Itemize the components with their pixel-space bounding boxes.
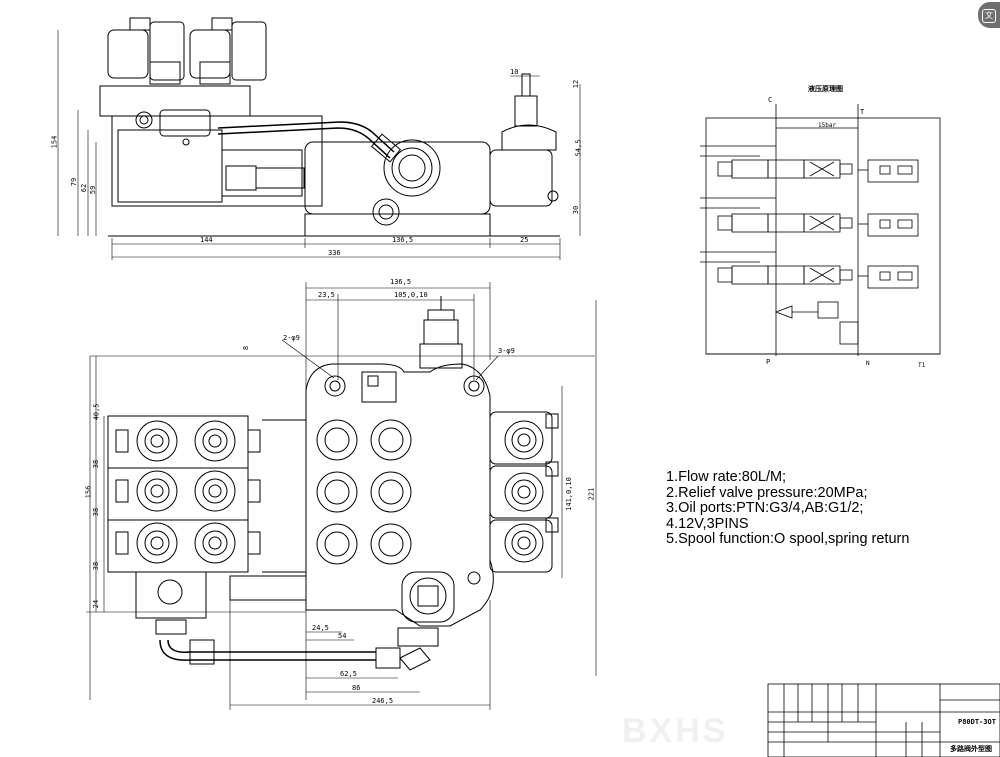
side-view-dimension-lines: [57, 30, 581, 260]
dim-top-62-5: 62,5: [340, 670, 357, 678]
hydraulic-schematic: [700, 104, 941, 356]
dim-top-40-5: 40,5: [92, 403, 101, 421]
dim-side-62: 62: [80, 183, 89, 193]
watermark: BXHS: [622, 712, 729, 750]
translate-badge[interactable]: 文: [978, 2, 1000, 28]
spec-list: 1.Flow rate:80L/M; 2.Relief valve pressu…: [666, 469, 910, 548]
spec-flow-rate: 1.Flow rate:80L/M;: [666, 469, 787, 485]
schematic-bar: 15bar: [818, 122, 837, 129]
dim-top-2-phi9: 2-φ9: [283, 334, 300, 342]
spec-spool-function: 5.Spool function:O spool,spring return: [666, 531, 910, 547]
dim-side-30: 30: [572, 205, 581, 215]
title-block-drawing-name: 多路阀外型图: [950, 745, 992, 753]
schematic-title: 液压原理图: [808, 85, 843, 93]
dim-top-86: 86: [352, 684, 361, 692]
dim-top-246-5: 246,5: [372, 697, 394, 705]
dim-top-221: 221: [587, 487, 596, 501]
dim-side-59: 59: [89, 185, 98, 195]
title-block-model: P80DT-3OT: [958, 718, 996, 726]
schematic-label-n: N: [866, 360, 870, 367]
dim-top-156: 156: [84, 485, 93, 499]
dim-top-24-5: 24,5: [312, 624, 329, 632]
dim-top-3-phi9: 3-φ9: [498, 347, 515, 355]
schematic-label-c: C: [768, 96, 773, 104]
spec-voltage: 4.12V,3PINS: [666, 515, 749, 532]
dim-side-144: 144: [200, 236, 213, 244]
spec-relief-pressure: 2.Relief valve pressure:20MPa;: [666, 484, 868, 501]
dim-side-10: 10: [510, 68, 519, 76]
dim-top-38-c: 38: [92, 561, 101, 571]
dim-top-8: 8: [242, 345, 251, 351]
dim-side-79: 79: [70, 177, 79, 187]
dim-side-336: 336: [328, 249, 341, 257]
dim-top-38-b: 38: [92, 507, 101, 517]
schematic-label-t: T: [860, 108, 865, 116]
dim-top-136-5: 136,5: [390, 278, 412, 286]
dim-side-25: 25: [520, 236, 529, 244]
dim-top-105: 105,0,10: [394, 291, 428, 299]
dim-top-38-a: 38: [92, 459, 101, 469]
dim-side-54-5: 54,5: [574, 139, 583, 157]
schematic-label-p: P: [766, 358, 771, 366]
dim-side-154: 154: [50, 135, 59, 149]
spec-oil-ports: 3.Oil ports:PTN:G3/4,AB:G1/2;: [666, 500, 864, 516]
dim-top-141: 141,0,10: [564, 477, 573, 511]
dim-top-23-5: 23,5: [318, 291, 335, 299]
dim-top-24: 24: [92, 599, 101, 609]
dim-top-54: 54: [338, 632, 347, 640]
top-view: [107, 296, 559, 671]
translate-icon: 文: [982, 9, 996, 23]
top-view-dimension-lines: [86, 282, 597, 710]
side-view: [99, 17, 560, 237]
dim-side-12: 12: [572, 79, 581, 89]
title-block: [767, 683, 1000, 757]
dim-side-136-5: 136,5: [392, 236, 414, 244]
schematic-label-t1: T1: [918, 362, 926, 369]
